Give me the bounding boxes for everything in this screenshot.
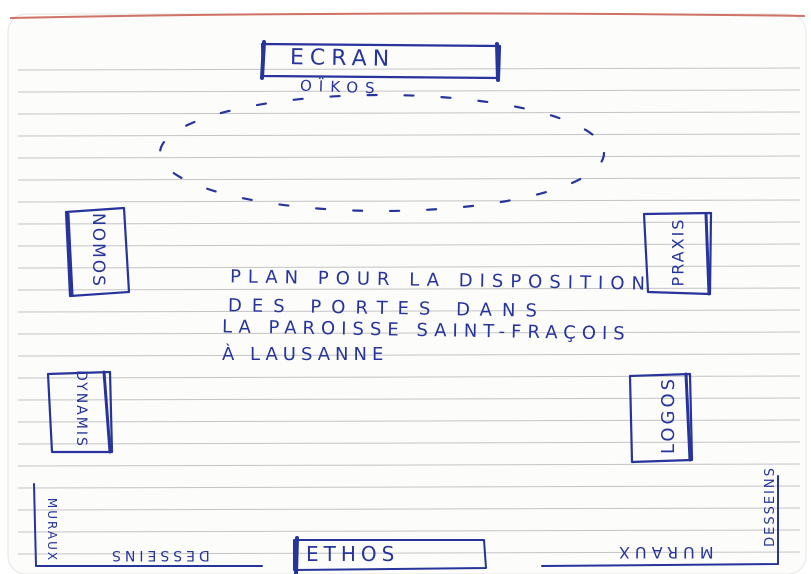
logos-box-shadow	[684, 372, 692, 462]
plan-note-line-4: À LAUSANNE	[222, 344, 389, 365]
logos-label: LOGOS	[658, 375, 680, 455]
seating-circle	[158, 93, 606, 213]
dynamis-box	[46, 370, 114, 454]
logos-box	[628, 372, 694, 464]
praxis-label: PRAXIS	[668, 217, 688, 287]
dynamis-label: DYNAMIS	[72, 370, 89, 448]
nomos-box-shadow	[66, 212, 74, 296]
ethos-label: ETHOS	[306, 542, 400, 566]
ecran-box-left-edge	[260, 40, 266, 80]
nomos-label: NOMOS	[87, 213, 108, 288]
oikos-label: OÏKOS	[299, 76, 382, 98]
page-top-edge	[9, 12, 806, 19]
ethos-box	[293, 539, 487, 571]
ethos-box-left-edge	[294, 536, 299, 574]
desseins-left-label: DESSEINS	[108, 547, 210, 563]
dynamis-box-shadow	[102, 370, 112, 454]
ecran-box-right-edge	[495, 42, 500, 82]
nomos-box	[64, 206, 131, 298]
right-wall-outline	[541, 475, 779, 567]
ruled-lines	[17, 67, 801, 555]
muraux-right-label: MURAUX	[614, 543, 714, 562]
muraux-left-label: MURAUX	[45, 497, 60, 563]
praxis-box-shadow	[704, 212, 711, 296]
left-wall-outline	[33, 483, 263, 567]
ecran-label: ECRAN	[289, 45, 396, 72]
desseins-right-label: DESSEINS	[762, 466, 778, 547]
